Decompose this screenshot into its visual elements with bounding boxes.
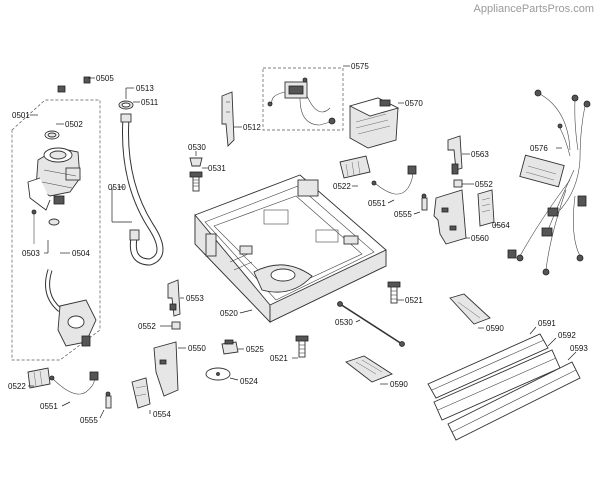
label-0555-right: 0555 (394, 210, 412, 219)
part-0590-float-upper (449, 293, 491, 325)
label-0501: 0501 (12, 111, 30, 120)
label-0530-bottom: 0530 (335, 318, 353, 327)
part-0531-bolt (189, 171, 203, 192)
part-0530-rod (337, 301, 405, 347)
base-frame (194, 174, 387, 324)
part-0501-drain-pump (27, 130, 81, 244)
label-0524: 0524 (240, 377, 258, 386)
label-0530-top: 0530 (188, 143, 206, 152)
label-0591: 0591 (538, 319, 556, 328)
label-0504: 0504 (72, 249, 90, 258)
label-0505: 0505 (96, 74, 114, 83)
pump-assembly-boundary (11, 99, 101, 361)
label-0521-center: 0521 (270, 354, 288, 363)
part-0591-panel (427, 333, 549, 399)
part-0555-screw (421, 193, 428, 211)
label-0521-right: 0521 (405, 296, 423, 305)
label-0593: 0593 (570, 344, 588, 353)
label-0554: 0554 (153, 410, 171, 419)
label-0592: 0592 (558, 331, 576, 340)
part-0512-bracket (221, 91, 235, 147)
part-0513-clamp (118, 100, 134, 110)
label-0590-lower: 0590 (390, 380, 408, 389)
label-0575: 0575 (351, 62, 369, 71)
part-0554-guide (131, 377, 151, 409)
part-0522-float-left (27, 367, 51, 389)
part-0553-bracket (167, 279, 181, 317)
label-0511: 0511 (141, 98, 159, 107)
label-0552-right: 0552 (475, 180, 493, 189)
part-0570-module (348, 97, 400, 149)
label-0513: 0513 (136, 84, 154, 93)
label-0560: 0560 (471, 234, 489, 243)
part-0551-wire (371, 165, 417, 195)
part-0551-wire-left (49, 371, 99, 395)
label-0512: 0512 (243, 123, 261, 132)
part-0563-bracket (447, 135, 463, 175)
label-0551-right: 0551 (368, 199, 386, 208)
part-0560-bracket (433, 189, 467, 245)
part-0550-bracket (153, 341, 179, 397)
label-0531: 0531 (208, 164, 226, 173)
label-0550: 0550 (188, 344, 206, 353)
part-0521-bolt-right (387, 281, 401, 304)
label-0503: 0503 (22, 249, 40, 258)
part-0590-float-lower (345, 355, 393, 383)
part-0530-cap (189, 157, 203, 167)
label-0510: 0510 (108, 183, 126, 192)
label-0570: 0570 (405, 99, 423, 108)
label-0553: 0553 (186, 294, 204, 303)
label-0555-left: 0555 (80, 416, 98, 425)
harness-0575-boundary (262, 67, 344, 131)
label-0522-right: 0522 (333, 182, 351, 191)
part-0524-disc (205, 367, 231, 381)
part-0564-guide (477, 189, 495, 227)
label-0522-left: 0522 (8, 382, 26, 391)
label-0552-left: 0552 (138, 322, 156, 331)
part-0522-float (339, 155, 371, 179)
part-0575-harness (267, 77, 336, 126)
part-0552-clip (453, 179, 463, 188)
label-0564: 0564 (492, 221, 510, 230)
label-0590-upper: 0590 (486, 324, 504, 333)
label-0502: 0502 (65, 120, 83, 129)
label-0520: 0520 (220, 309, 238, 318)
part-0593-panel (447, 361, 581, 441)
watermark-text: AppliancePartsPros.com (473, 3, 594, 15)
part-0552-clip-left (171, 321, 181, 330)
part-0555-screw-left (105, 391, 112, 409)
label-0525: 0525 (246, 345, 264, 354)
part-0510-drain-hose (120, 113, 164, 266)
part-0576-wire-harness (507, 89, 591, 276)
part-0505-hose (57, 76, 91, 93)
label-0576: 0576 (530, 144, 548, 153)
part-0521-bolt-center (295, 335, 309, 358)
label-0563: 0563 (471, 150, 489, 159)
part-0504-pump-hose (45, 269, 97, 347)
part-0525-fitting (221, 339, 239, 355)
label-0551-left: 0551 (40, 402, 58, 411)
